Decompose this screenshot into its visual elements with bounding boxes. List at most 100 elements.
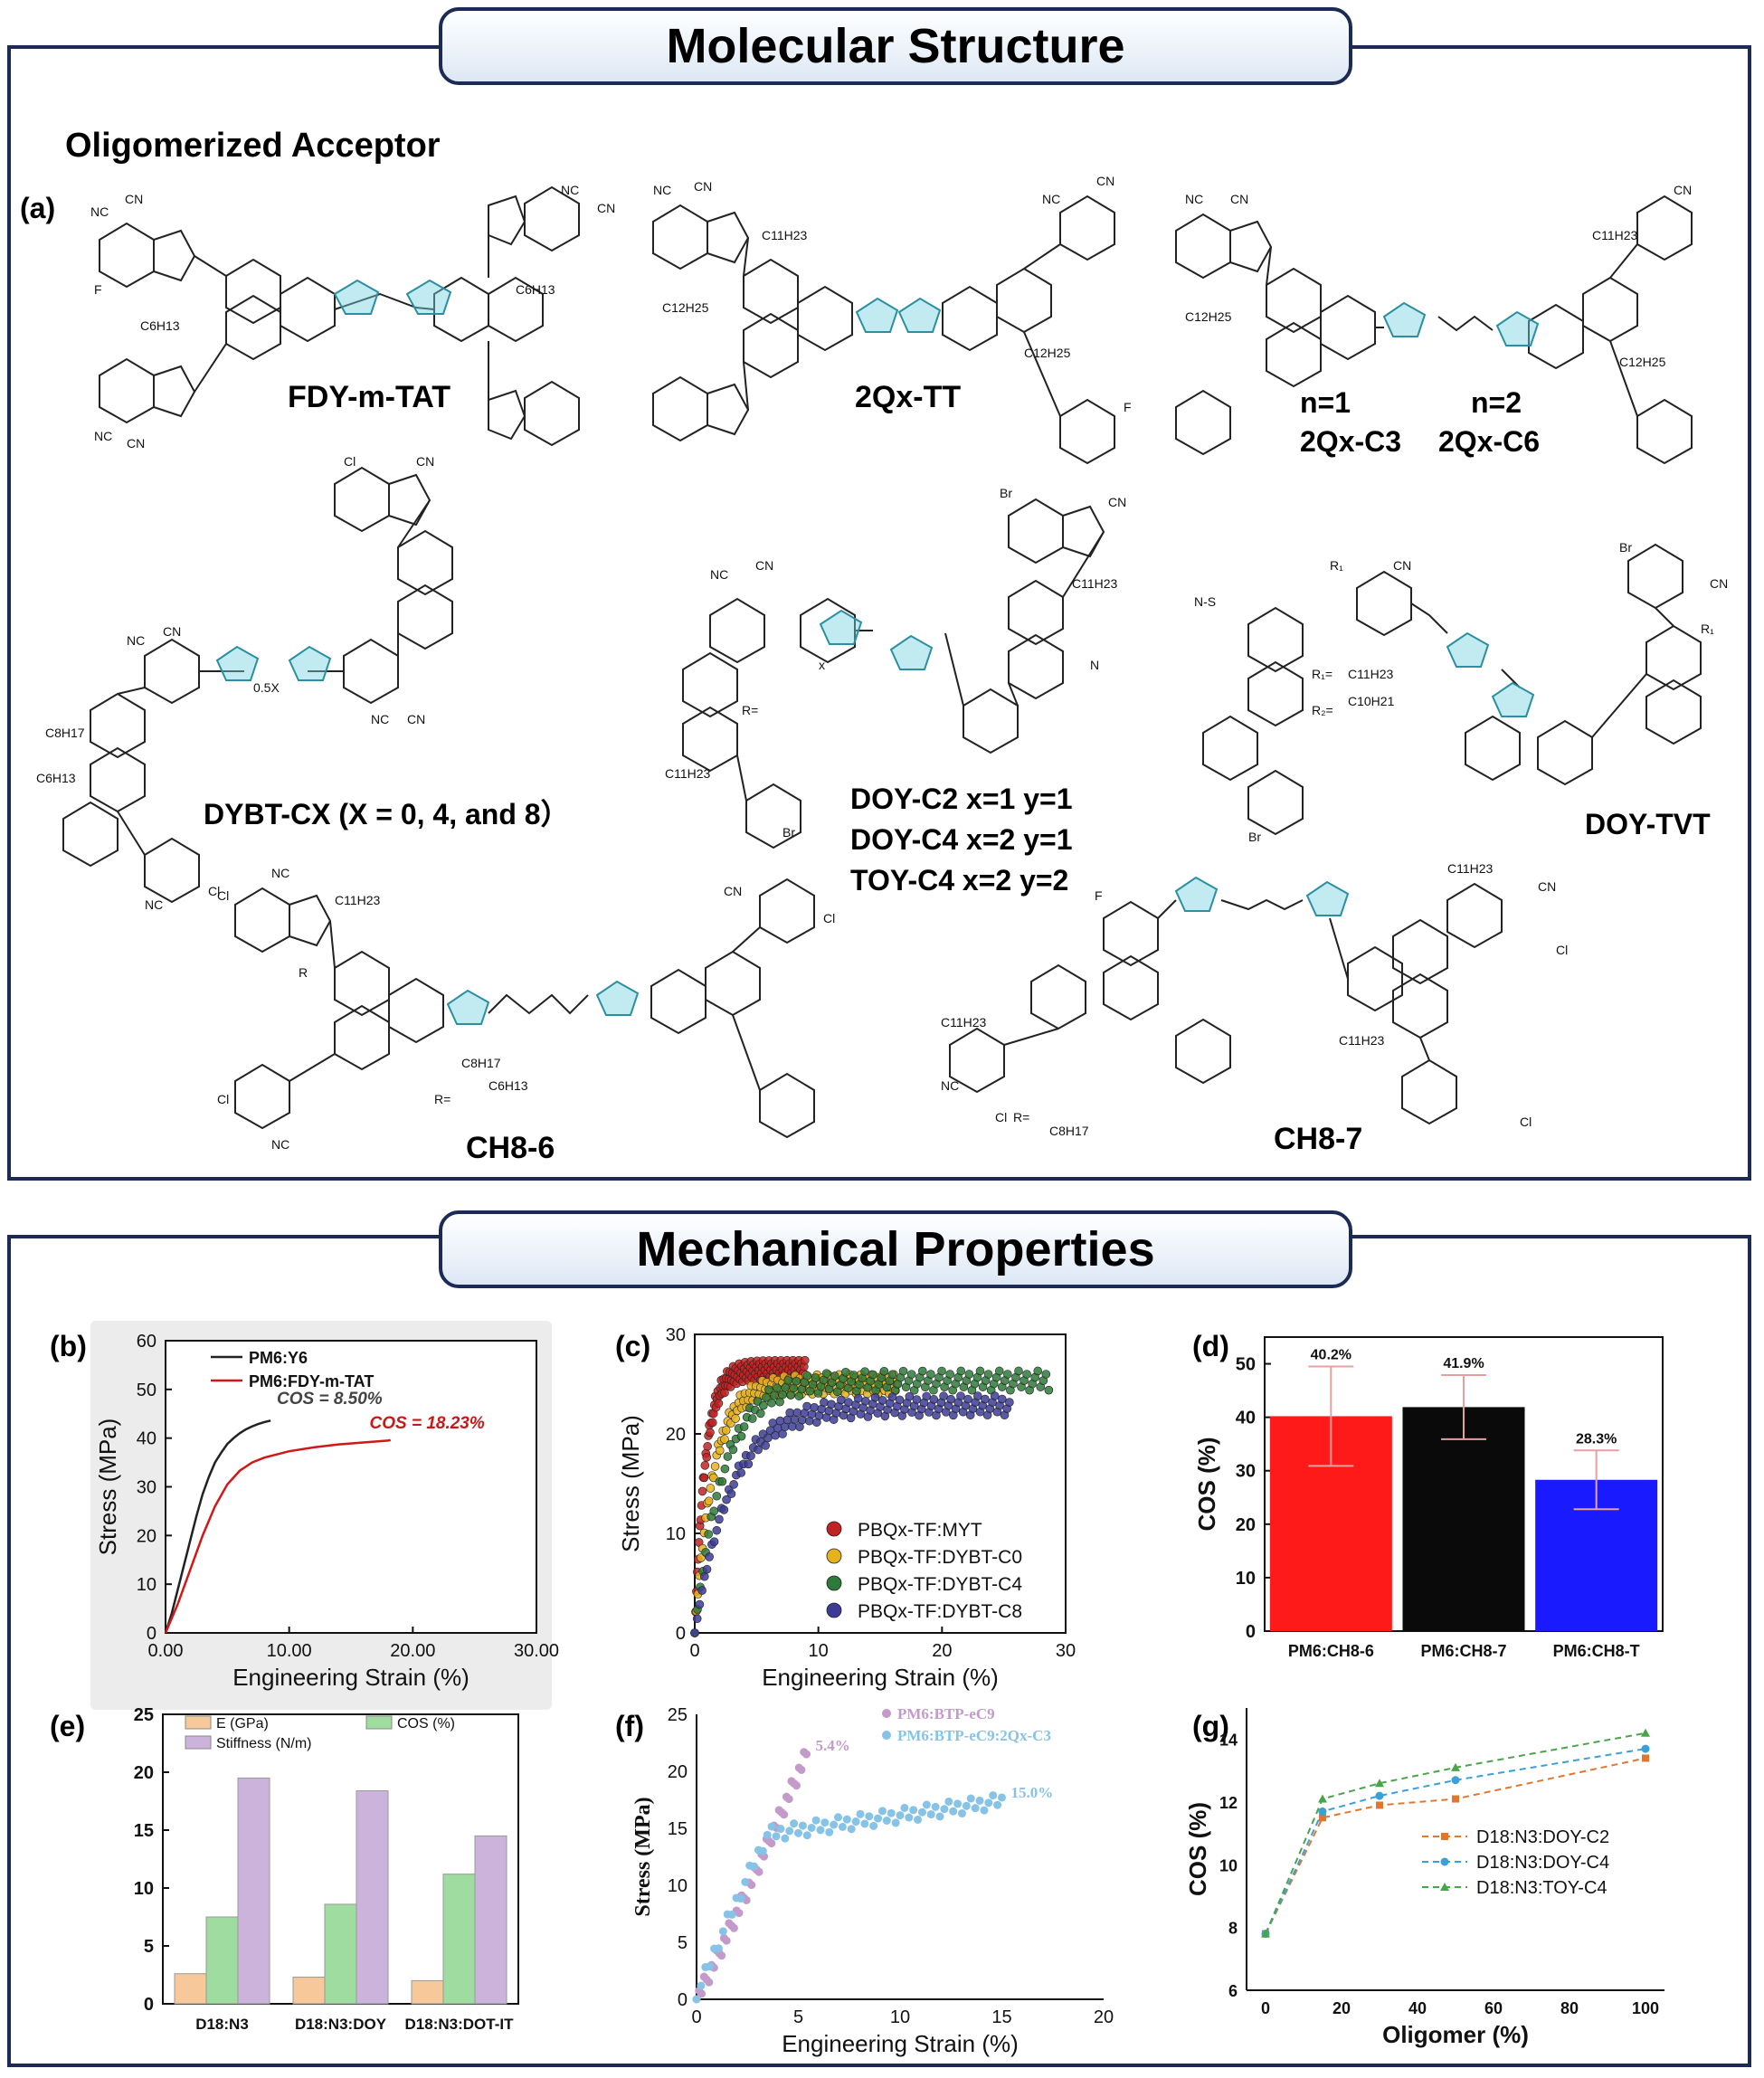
svg-text:NC: NC [941,1078,959,1093]
svg-text:CN: CN [125,192,143,206]
svg-text:C10H21: C10H21 [1348,694,1395,708]
molecular-structure-panel [7,45,1751,1181]
svg-text:F: F [94,282,102,297]
svg-text:F: F [1095,888,1103,903]
svg-text:Br: Br [1619,540,1632,555]
svg-text:CN: CN [1230,192,1248,206]
svg-text:C11H23: C11H23 [1072,576,1118,591]
qxc-n2-label: n=2 [1471,386,1522,419]
svg-text:Cl: Cl [1520,1115,1532,1129]
svg-text:C6H13: C6H13 [516,282,555,297]
ch8-6-r-label: R= [434,1092,450,1106]
panel-label-b: (b) [50,1330,87,1362]
svg-text:R₁: R₁ [1330,558,1343,573]
svg-text:Cl: Cl [823,911,835,925]
panel-label-g: (g) [1192,1710,1229,1742]
toy-c4-label: TOY-C4 x=2 y=2 [850,864,1069,897]
svg-text:CN: CN [407,712,425,726]
svg-text:CN: CN [1674,183,1692,197]
qxc-n1-label: n=1 [1300,386,1351,419]
svg-text:NC: NC [561,183,579,197]
doy-c2-label: DOY-C2 x=1 y=1 [850,783,1073,815]
panel-label-c: (c) [615,1330,651,1362]
doy-tvt-r2-label: R₂= [1312,703,1333,717]
svg-text:CN: CN [597,201,615,215]
2qx-tt-label: 2Qx-TT [855,380,962,414]
svg-text:C11H23: C11H23 [1339,1033,1385,1048]
svg-text:CN: CN [1538,879,1556,894]
svg-text:C11H23: C11H23 [665,766,711,781]
panel-label-d: (d) [1192,1330,1229,1362]
svg-text:C11H23: C11H23 [1348,667,1394,681]
svg-text:R: R [299,965,308,980]
svg-text:Cl: Cl [208,884,220,898]
svg-text:Cl: Cl [344,454,356,469]
svg-text:CN: CN [127,436,145,451]
ch8-7-r-label: R= [1013,1110,1029,1124]
svg-text:C11H23: C11H23 [1592,228,1638,242]
svg-text:Cl: Cl [217,888,229,903]
svg-text:C12H25: C12H25 [1024,346,1071,360]
svg-text:C8H17: C8H17 [461,1056,501,1070]
doy-tvt-r1-label: R₁= [1312,667,1332,681]
mechanical-properties-panel [7,1235,1751,2067]
svg-text:CN: CN [755,558,773,573]
mechanical-properties-header: Mechanical Properties [439,1210,1352,1288]
svg-text:CN: CN [1393,558,1411,573]
svg-text:Br: Br [1248,830,1261,844]
ch8-7-label: CH8-7 [1274,1122,1363,1156]
panel-label-a: (a) [20,192,56,224]
svg-text:Br: Br [1000,486,1012,500]
doy-c4-label: DOY-C4 x=2 y=1 [850,823,1073,856]
svg-text:C11H23: C11H23 [1447,861,1494,876]
svg-text:C8H17: C8H17 [1049,1124,1089,1138]
svg-text:NC: NC [653,183,671,197]
svg-text:CN: CN [724,884,742,898]
molecule-2qx-cn: NC CN C12H25 C11H23 CN C12H25 [1167,183,1737,475]
svg-text:CN: CN [1108,495,1126,509]
dybt-spacer-label: 0.5X [253,680,280,695]
svg-text:F: F [1124,400,1132,414]
doy-tvt-label: DOY-TVT [1585,808,1711,840]
svg-text:C12H25: C12H25 [1619,355,1666,369]
svg-text:C6H13: C6H13 [36,771,76,785]
oligomerized-acceptor-title: Oligomerized Acceptor [65,127,441,165]
svg-text:C12H25: C12H25 [1185,309,1232,324]
svg-text:N: N [1090,658,1099,672]
svg-text:CN: CN [1096,174,1114,188]
svg-text:NC: NC [1185,192,1203,206]
molecular-structure-header: Molecular Structure [439,7,1352,85]
svg-text:C6H13: C6H13 [488,1078,528,1093]
svg-text:NC: NC [127,633,145,648]
svg-text:C8H17: C8H17 [45,726,85,740]
svg-text:NC: NC [371,712,389,726]
svg-text:Cl: Cl [217,1092,229,1106]
svg-text:NC: NC [145,897,163,912]
svg-text:CN: CN [416,454,434,469]
panel-label-f: (f) [615,1710,644,1742]
svg-text:x: x [819,658,825,672]
svg-text:Cl: Cl [995,1110,1007,1124]
dybt-cx-label: DYBT-CX (X = 0, 4, and 8） [204,798,570,830]
svg-text:NC: NC [94,429,112,443]
svg-text:C11H23: C11H23 [941,1015,987,1030]
svg-text:R₁: R₁ [1701,622,1714,636]
svg-text:Cl: Cl [1556,943,1568,957]
svg-text:N-S: N-S [1194,594,1216,609]
svg-text:NC: NC [271,866,289,880]
fdy-m-tat-label: FDY-m-TAT [288,380,451,414]
2qx-cn-structure: NC CN C12H25 C11H23 CN C12H25 [1175,183,1693,465]
svg-text:C12H25: C12H25 [662,300,709,315]
svg-text:NC: NC [1042,192,1060,206]
svg-text:NC: NC [90,204,109,219]
